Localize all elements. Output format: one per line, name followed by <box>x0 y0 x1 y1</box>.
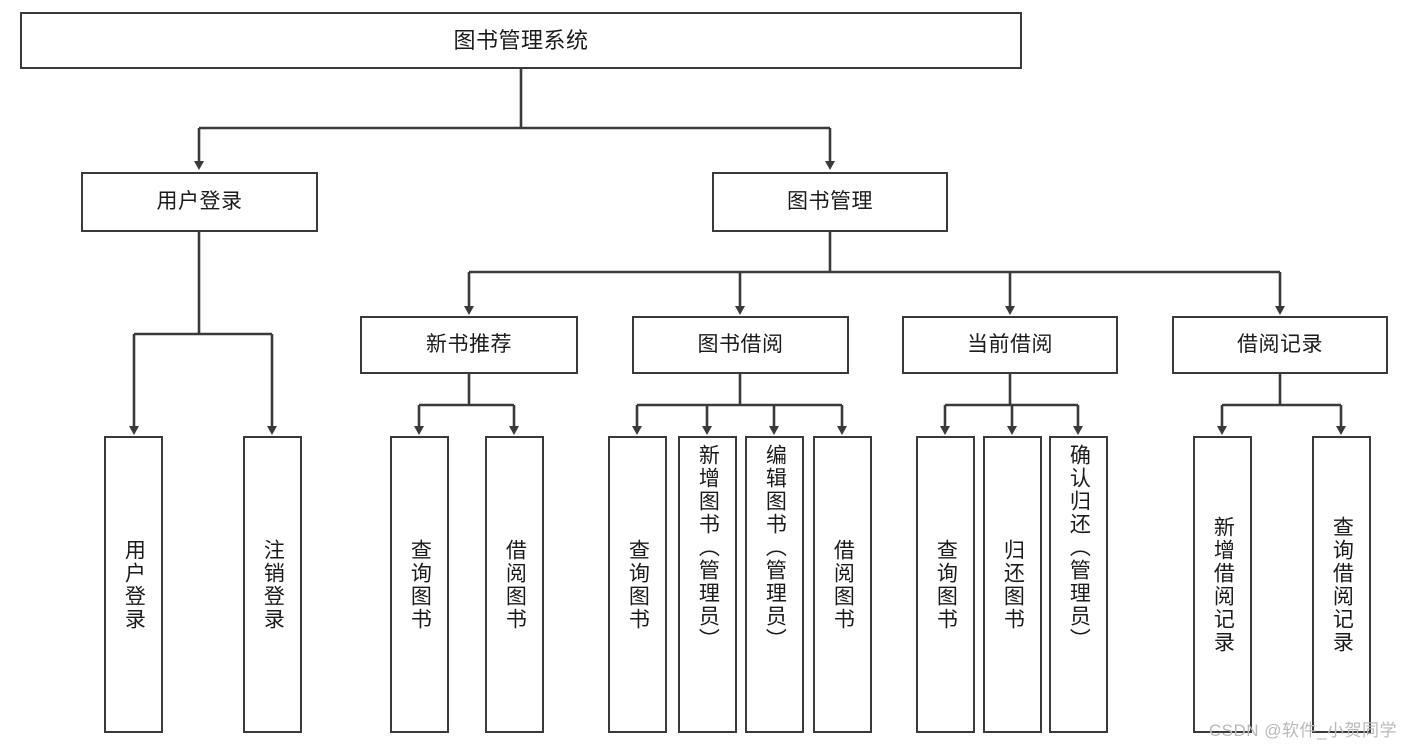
leaf-borrowrecord-query-record[interactable]: 查询借阅记录 <box>1312 436 1371 733</box>
node-label: 用户登录 <box>122 538 146 631</box>
node-user-login[interactable]: 用户登录 <box>81 172 318 232</box>
node-label: 借阅记录 <box>1237 332 1323 356</box>
leaf-bookborrow-add-book-admin[interactable]: 新增图书（管理员） <box>678 436 737 733</box>
node-label: 查询图书 <box>934 538 958 631</box>
node-label: 图书管理 <box>787 189 873 213</box>
leaf-currentborrow-query-book[interactable]: 查询图书 <box>916 436 975 733</box>
node-current-borrow[interactable]: 当前借阅 <box>902 316 1118 374</box>
node-label: 新增图书（管理员） <box>696 444 720 651</box>
node-label: 查询图书 <box>626 538 650 631</box>
leaf-user-login[interactable]: 用户登录 <box>104 436 163 733</box>
node-borrow-record[interactable]: 借阅记录 <box>1172 316 1388 374</box>
node-label: 借阅图书 <box>831 538 855 631</box>
node-book-management[interactable]: 图书管理 <box>712 172 948 232</box>
leaf-bookborrow-borrow-book[interactable]: 借阅图书 <box>813 436 872 733</box>
node-label: 用户登录 <box>156 189 243 213</box>
leaf-borrowrecord-add-record[interactable]: 新增借阅记录 <box>1193 436 1252 733</box>
node-label: 图书借阅 <box>697 332 784 356</box>
node-label: 确认归还（管理员） <box>1067 444 1091 651</box>
node-label: 编辑图书（管理员） <box>763 444 787 651</box>
leaf-bookborrow-query-book[interactable]: 查询图书 <box>608 436 667 733</box>
node-label: 图书管理系统 <box>453 27 589 53</box>
watermark-text: CSDN @软件_小贺同学 <box>1208 721 1397 740</box>
leaf-logout[interactable]: 注销登录 <box>243 436 302 733</box>
node-label: 新书推荐 <box>426 332 512 356</box>
node-label: 新增借阅记录 <box>1211 515 1235 654</box>
node-label: 当前借阅 <box>967 332 1053 356</box>
node-new-book-recommend[interactable]: 新书推荐 <box>360 316 578 374</box>
leaf-currentborrow-return-book[interactable]: 归还图书 <box>983 436 1042 733</box>
node-label: 借阅图书 <box>503 538 527 631</box>
node-label: 注销登录 <box>261 538 285 631</box>
leaf-newbook-borrow-book[interactable]: 借阅图书 <box>485 436 544 733</box>
node-root-book-management-system[interactable]: 图书管理系统 <box>20 12 1022 69</box>
node-label: 归还图书 <box>1001 538 1025 631</box>
node-label: 查询借阅记录 <box>1330 515 1354 654</box>
leaf-currentborrow-confirm-return-admin[interactable]: 确认归还（管理员） <box>1049 436 1108 733</box>
node-book-borrow[interactable]: 图书借阅 <box>632 316 849 374</box>
leaf-bookborrow-edit-book-admin[interactable]: 编辑图书（管理员） <box>745 436 804 733</box>
node-label: 查询图书 <box>408 538 432 631</box>
leaf-newbook-query-book[interactable]: 查询图书 <box>390 436 449 733</box>
